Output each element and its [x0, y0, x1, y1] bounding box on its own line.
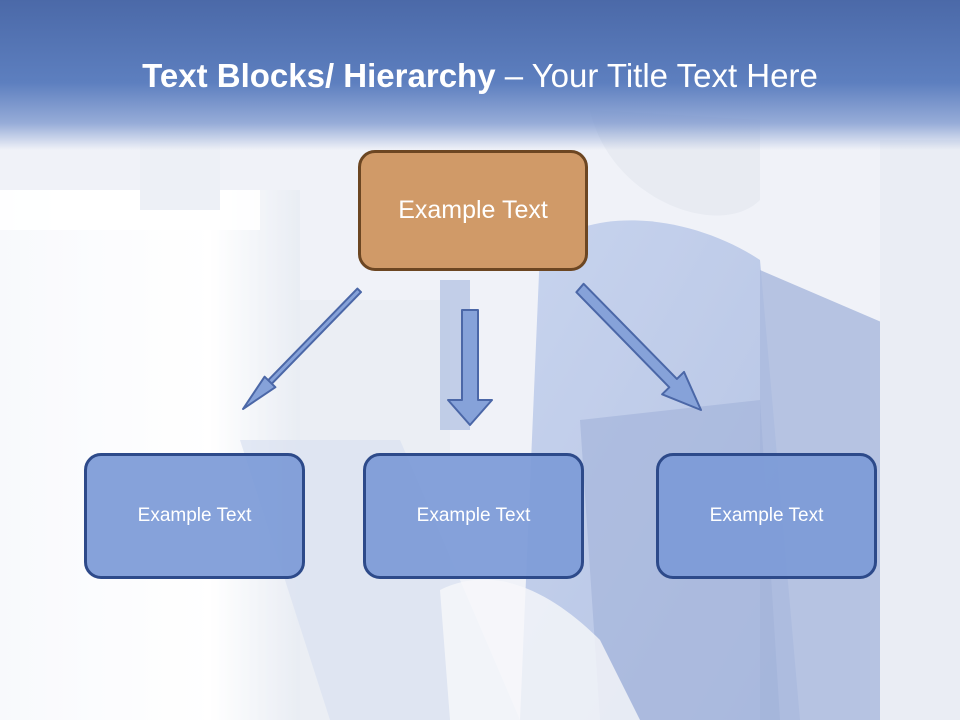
slide-title: Text Blocks/ Hierarchy – Your Title Text…	[0, 54, 960, 98]
title-bold-text: Text Blocks/ Hierarchy	[142, 57, 496, 94]
title-bar	[0, 0, 960, 150]
title-regular-text: – Your Title Text Here	[495, 57, 818, 94]
hierarchy-child-box-left[interactable]: Example Text	[84, 453, 305, 579]
arrow-to-center-box	[447, 309, 493, 426]
arrow-to-left-box	[242, 287, 362, 410]
arrow-to-right-box	[575, 282, 702, 411]
hierarchy-child-box-center[interactable]: Example Text	[363, 453, 584, 579]
hierarchy-top-box[interactable]: Example Text	[358, 150, 588, 271]
hierarchy-child-box-right[interactable]: Example Text	[656, 453, 877, 579]
